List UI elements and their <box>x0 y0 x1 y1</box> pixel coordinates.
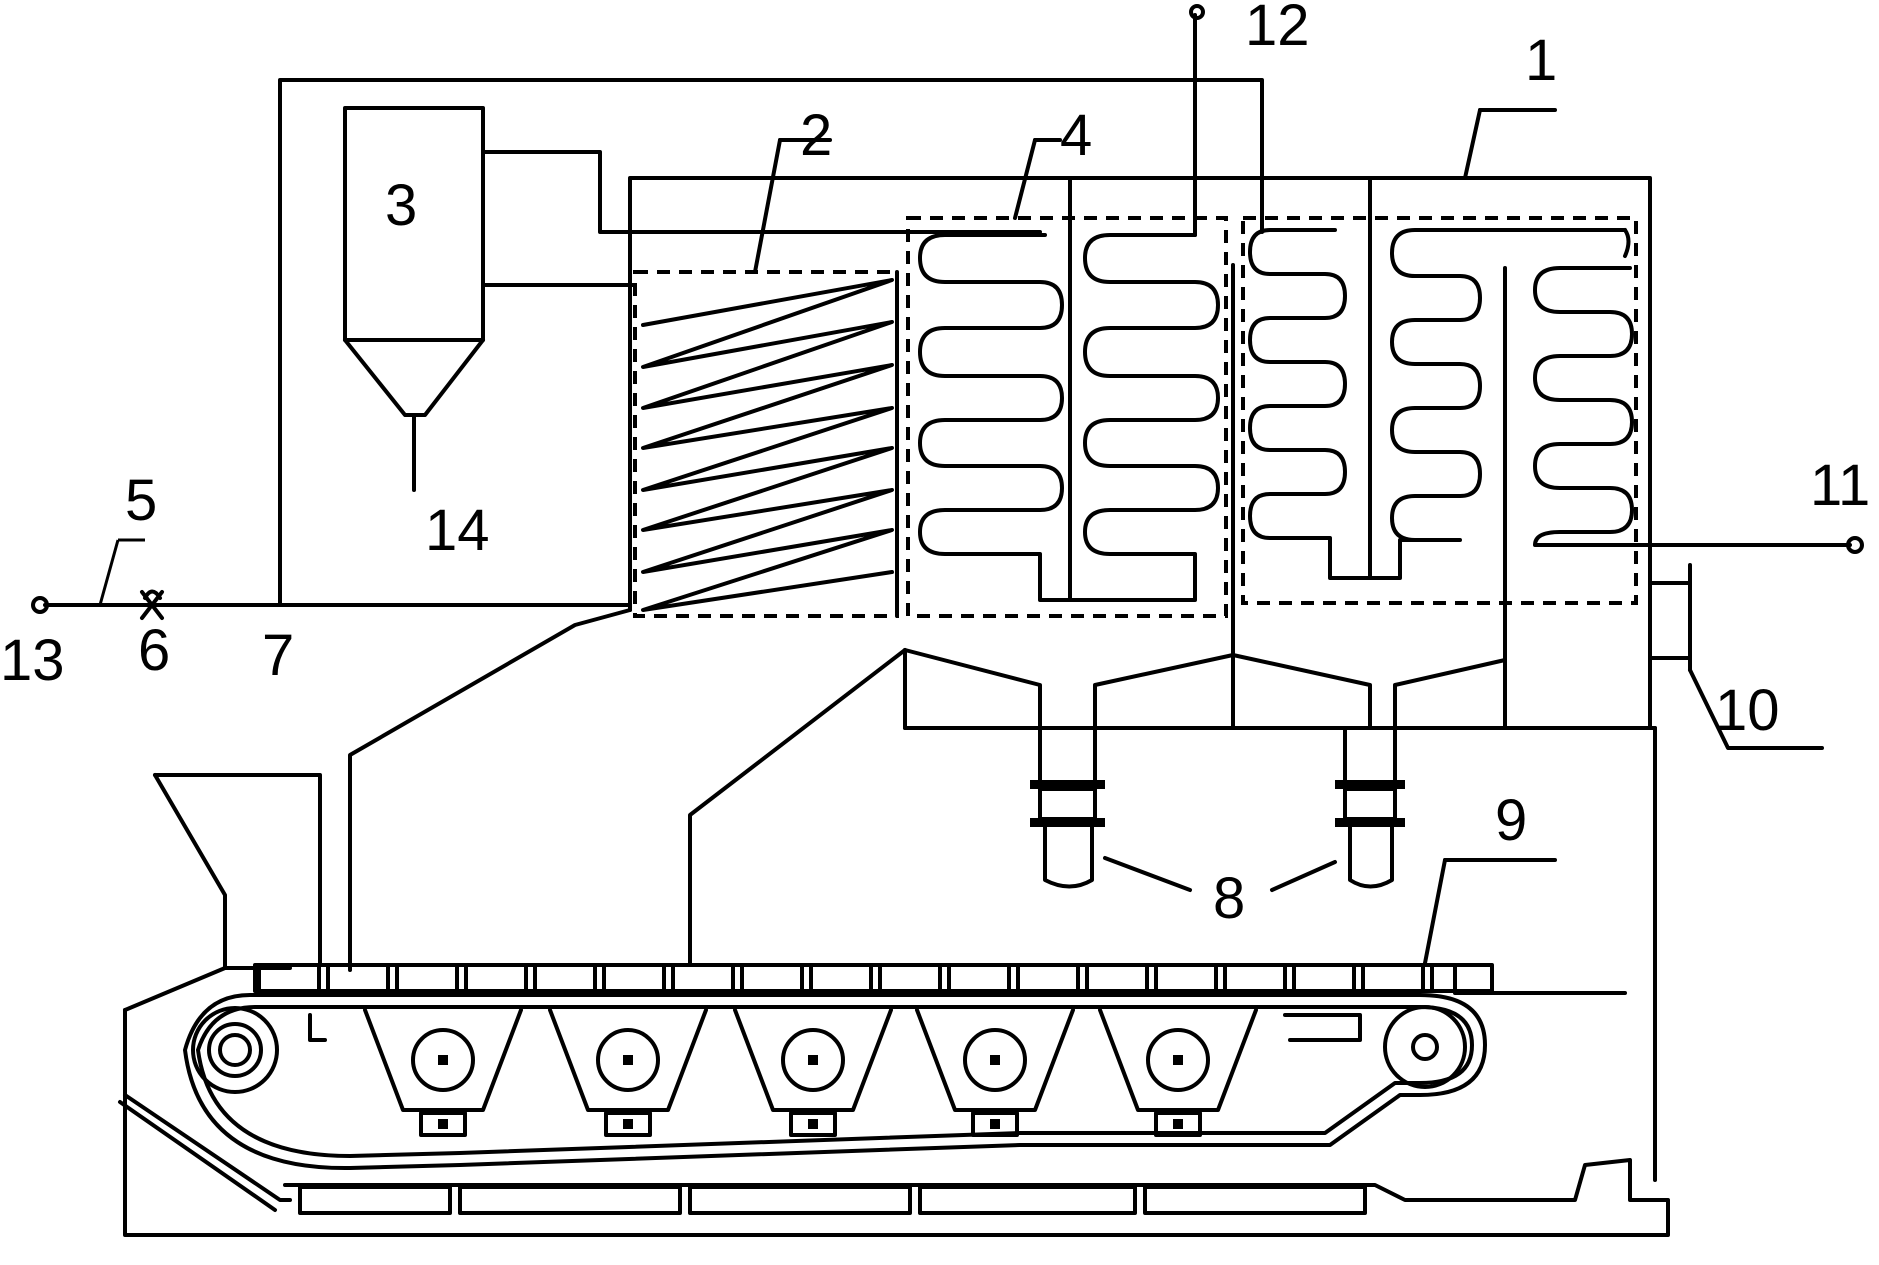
label-1: 1 <box>1525 28 1557 93</box>
feed-hopper <box>153 773 322 970</box>
label-3: 3 <box>385 173 417 238</box>
ash-hoppers <box>1030 726 1405 892</box>
grate-blocks-top <box>253 963 1494 993</box>
label-13: 13 <box>0 628 65 693</box>
label-8: 8 <box>1213 866 1245 931</box>
labels: 1 2 3 4 5 6 7 8 9 10 11 12 13 14 <box>0 0 1870 965</box>
label-9: 9 <box>1495 788 1527 853</box>
pipe-network <box>31 78 1264 620</box>
label-4: 4 <box>1060 103 1092 168</box>
hopper-right <box>1335 726 1405 889</box>
air-preheater <box>633 270 899 618</box>
label-11: 11 <box>1810 453 1870 518</box>
wind-box-2 <box>548 1008 708 1137</box>
economizer <box>906 4 1235 652</box>
wind-boxes <box>363 1008 1258 1137</box>
wind-box-5 <box>1098 1008 1258 1137</box>
label-10: 10 <box>1715 678 1780 743</box>
wind-box-1 <box>363 1008 523 1137</box>
outlet-duct <box>1648 563 1824 750</box>
superheater <box>1241 178 1864 730</box>
label-14: 14 <box>425 498 490 563</box>
label-12: 12 <box>1245 0 1310 58</box>
separator <box>343 106 1042 492</box>
wind-box-4 <box>915 1008 1075 1137</box>
hopper-left <box>1030 726 1105 889</box>
label-6: 6 <box>138 618 170 683</box>
label-7: 7 <box>262 623 294 688</box>
label-5: 5 <box>125 468 157 533</box>
wind-box-3 <box>733 1008 893 1137</box>
label-2: 2 <box>800 103 832 168</box>
chain-grate <box>118 963 1670 1237</box>
